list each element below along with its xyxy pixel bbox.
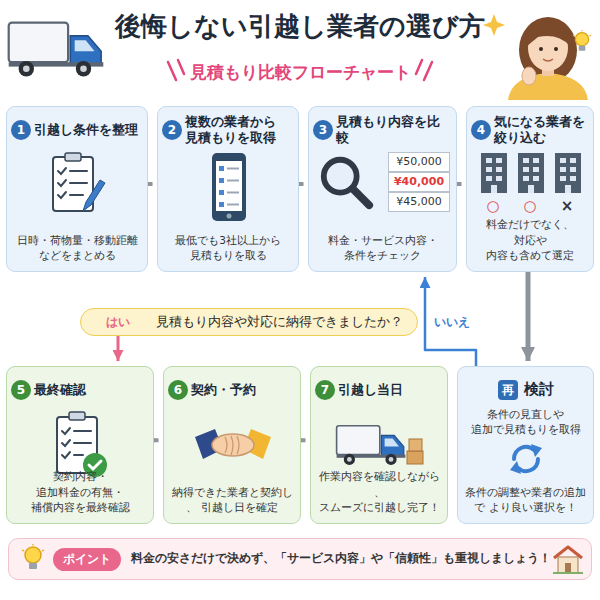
process-box: 5最終確認契約内容・追加料金の有無・ 補償内容を最終確認 xyxy=(6,366,154,524)
connector-arrow xyxy=(148,182,153,186)
status-mark: ○ xyxy=(483,196,503,216)
step-header: 7引越し当日 xyxy=(315,373,443,407)
step-number: 5 xyxy=(11,380,31,400)
step-icon xyxy=(21,544,45,574)
edge-label: はい xyxy=(104,314,132,330)
step-icon xyxy=(551,544,585,574)
point-message: 料金の安さだけで決めず、「サービス内容」や「信頼性」も重視しましょう！ xyxy=(131,551,551,567)
edge-label: いいえ xyxy=(432,314,472,330)
process-box: 4気になる業者を 絞り込む料金だけでなく、対応や 内容も含めて選定 xyxy=(466,106,594,272)
step-heading: 契約・予約 xyxy=(191,382,256,398)
step-description: 日時・荷物量・移動距離 などをまとめる xyxy=(11,233,143,263)
status-mark: × xyxy=(557,196,577,216)
step-number: 4 xyxy=(471,120,491,140)
point-band: ポイント料金の安さだけで決めず、「サービス内容」や「信頼性」も重視しましょう！ xyxy=(8,538,592,580)
step-icon xyxy=(53,409,109,479)
process-box: 6契約・予約納得できた業者と契約し、 引越し日を確定 xyxy=(163,366,301,524)
step-header: 6契約・予約 xyxy=(168,373,296,407)
process-box: 2複数の業者から 見積もりを取得最低でも3社以上から 見積もりを取る xyxy=(157,106,299,272)
sparkle xyxy=(483,14,505,36)
step-description: 条件の見直しや 追加で見積もりを取得 xyxy=(461,407,590,437)
connector-arrow xyxy=(301,438,306,442)
step-icon xyxy=(506,439,546,479)
step-number: 6 xyxy=(168,380,188,400)
step-icon xyxy=(476,151,586,195)
process-box: 7引越し当日作業内容を確認しながら、 スムーズに引越し完了！ xyxy=(310,366,448,524)
step-description: 納得できた業者と契約し、 引越し日を確定 xyxy=(168,485,296,515)
process-box: 1引越し条件を整理日時・荷物量・移動距離 などをまとめる xyxy=(6,106,148,272)
truck-illustration xyxy=(9,23,104,77)
table-cell: ¥40,000 xyxy=(388,172,450,192)
step-number: 1 xyxy=(11,120,31,140)
connector-arrow xyxy=(526,272,531,361)
step-icon xyxy=(208,151,250,223)
step-description: 料金だけでなく、対応や 内容も含めて選定 xyxy=(471,217,589,263)
step-heading: 検討 xyxy=(524,380,554,400)
idea-bulb xyxy=(573,30,591,51)
step-number: 再 xyxy=(498,380,518,400)
subtitle-text: 見積もり比較フローチャート xyxy=(150,60,450,84)
connector-arrow xyxy=(154,438,159,442)
icon-slot xyxy=(461,437,590,484)
step-header: 5最終確認 xyxy=(11,373,149,407)
step-icon xyxy=(47,151,107,215)
step-header: 3見積もり内容を比較 xyxy=(313,113,452,147)
step-number: 7 xyxy=(315,380,335,400)
step-heading: 引越し当日 xyxy=(338,382,403,398)
connector-arrow xyxy=(457,182,462,186)
step-description: 作業内容を確認しながら、 スムーズに引越し完了！ xyxy=(315,469,443,515)
woman-illustration xyxy=(508,17,588,100)
step-header: 2複数の業者から 見積もりを取得 xyxy=(162,113,294,147)
step-icon xyxy=(317,153,375,211)
step-heading: 複数の業者から 見積もりを取得 xyxy=(185,114,294,147)
step-header: 4気になる業者を 絞り込む xyxy=(471,113,589,147)
table-cell: ¥50,000 xyxy=(388,152,450,172)
step-number: 2 xyxy=(162,120,182,140)
step-header: 再検討 xyxy=(461,373,590,407)
connector-arrow xyxy=(425,277,476,366)
status-mark: ○ xyxy=(520,196,540,216)
step-icon xyxy=(335,413,425,473)
step-description: 条件の調整や業者の追加で より良い選択を！ xyxy=(461,485,590,515)
table-cell: ¥45,000 xyxy=(388,192,450,212)
point-tag: ポイント xyxy=(53,548,121,571)
connector-arrow xyxy=(117,336,120,361)
step-heading: 気になる業者を 絞り込む xyxy=(494,114,589,147)
step-icon xyxy=(193,417,273,473)
decision-question: 見積もり内容や対応に納得できましたか？ xyxy=(156,314,403,331)
review-box: 再検討条件の見直しや 追加で見積もりを取得条件の調整や業者の追加で より良い選択… xyxy=(457,366,594,524)
connector-arrow xyxy=(299,182,304,186)
step-header: 1引越し条件を整理 xyxy=(11,113,143,147)
step-description: 最低でも3社以上から 見積もりを取る xyxy=(162,233,294,263)
step-heading: 最終確認 xyxy=(34,382,86,398)
step-heading: 見積もり内容を比較 xyxy=(336,114,452,147)
step-description: 料金・サービス内容・ 条件をチェック xyxy=(313,233,452,263)
step-description: 契約内容・追加料金の有無・ 補償内容を最終確認 xyxy=(11,469,149,515)
step-heading: 引越し条件を整理 xyxy=(34,122,138,138)
title-text: 後悔しない引越し業者の選び方 xyxy=(90,8,510,44)
step-number: 3 xyxy=(313,120,333,140)
